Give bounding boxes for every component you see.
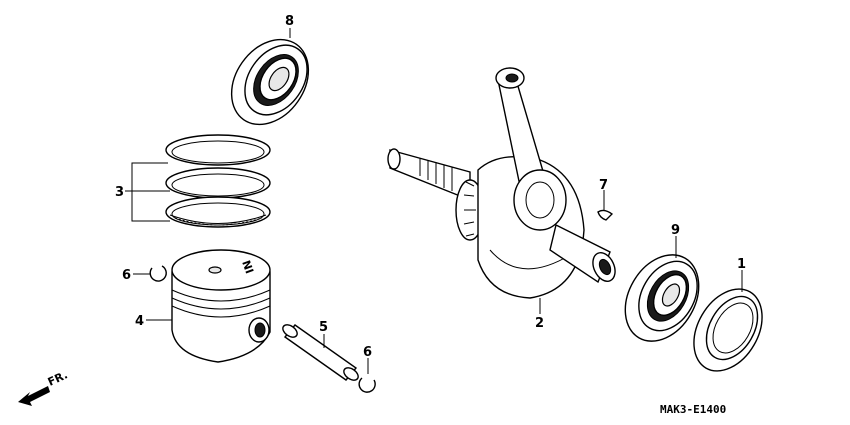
leader-lines bbox=[125, 28, 743, 374]
key-7 bbox=[597, 209, 614, 221]
front-direction-indicator: FR. bbox=[18, 368, 70, 406]
callout-9: 9 bbox=[671, 223, 680, 238]
oil-seal-1 bbox=[693, 288, 763, 372]
drawing-code: MAK3-E1400 bbox=[660, 403, 726, 416]
bearing-9 bbox=[624, 254, 700, 342]
callout-6-right: 6 bbox=[363, 345, 372, 360]
callout-8: 8 bbox=[285, 14, 294, 29]
circlip-6-right bbox=[358, 377, 376, 393]
callout-2: 2 bbox=[535, 316, 544, 331]
callout-6-left: 6 bbox=[122, 268, 131, 283]
piston-rings-3 bbox=[165, 134, 271, 228]
piston-pin-5 bbox=[282, 324, 359, 381]
piston-4: NI bbox=[171, 249, 271, 363]
circlip-6-left bbox=[149, 265, 167, 282]
callout-4: 4 bbox=[135, 314, 144, 329]
crankshaft-2 bbox=[387, 67, 616, 299]
callouts: 8 3 6 4 5 6 7 2 9 1 bbox=[115, 14, 746, 360]
callout-1: 1 bbox=[737, 257, 746, 272]
front-arrow-icon bbox=[18, 386, 50, 406]
direction-label: FR. bbox=[46, 368, 70, 388]
callout-3: 3 bbox=[115, 185, 124, 200]
callout-7: 7 bbox=[599, 178, 608, 193]
bearing-8 bbox=[230, 38, 310, 126]
piston-mark: NI bbox=[239, 259, 256, 276]
callout-5: 5 bbox=[319, 320, 328, 335]
